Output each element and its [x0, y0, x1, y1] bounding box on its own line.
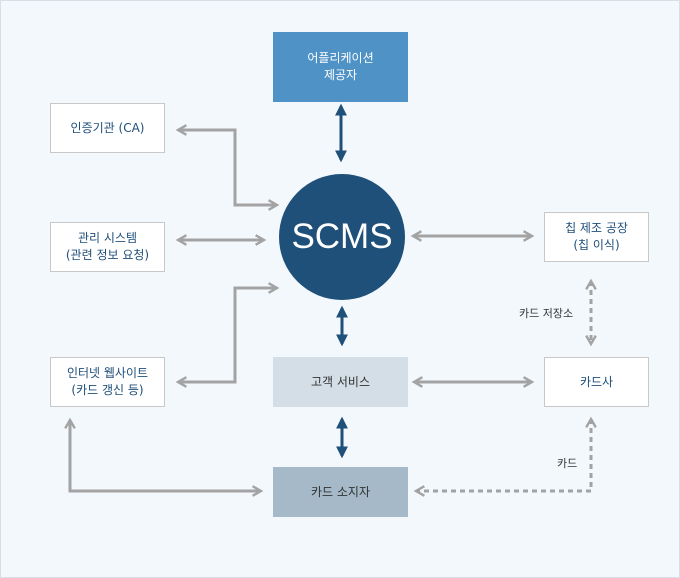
- label-card: 카드: [557, 457, 578, 470]
- node-scms: SCMS: [279, 174, 405, 300]
- edge-cardco-holder: [413, 416, 597, 497]
- edge-website-scms: [175, 282, 280, 388]
- node-customer-service: 고객 서비스: [273, 357, 408, 407]
- label-card-storage: 카드 저장소: [519, 307, 574, 320]
- node-chip-factory: 칩 제조 공장(칩 이식): [544, 212, 649, 262]
- node-website: 인터넷 웹사이트(카드 갱신 등): [50, 357, 165, 407]
- node-ca: 인증기관 (CA): [50, 103, 165, 153]
- node-card-holder: 카드 소지자: [273, 467, 408, 517]
- edge-ca-scms: [175, 124, 280, 211]
- node-mgmt-system: 관리 시스템(관련 정보 요청): [50, 222, 165, 272]
- node-card-company: 카드사: [544, 357, 649, 407]
- edge-website-holder: [64, 417, 264, 497]
